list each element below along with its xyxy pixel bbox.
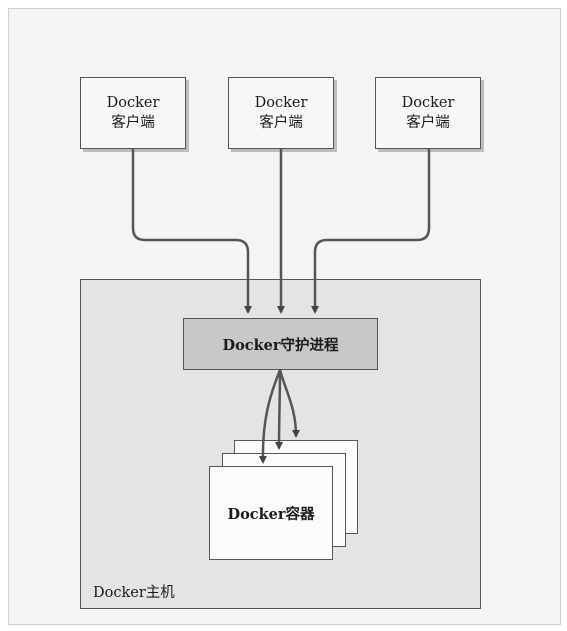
client-1-name: Docker bbox=[106, 95, 160, 111]
client-3-name: Docker bbox=[401, 95, 455, 111]
docker-client-box-2: Docker 客户端 bbox=[228, 77, 334, 149]
docker-client-box-1: Docker 客户端 bbox=[80, 77, 186, 149]
client-2-name: Docker bbox=[254, 95, 308, 111]
client-3-role: 客户端 bbox=[406, 115, 450, 131]
docker-container-box-front: Docker容器 bbox=[209, 466, 333, 560]
docker-container-label: Docker容器 bbox=[227, 505, 315, 523]
docker-daemon-label: Docker守护进程 bbox=[222, 336, 339, 354]
docker-daemon-box: Docker守护进程 bbox=[183, 318, 378, 370]
client-1-role: 客户端 bbox=[111, 115, 155, 131]
docker-client-box-3: Docker 客户端 bbox=[375, 77, 481, 149]
client-2-role: 客户端 bbox=[259, 115, 303, 131]
docker-host-label: Docker主机 bbox=[93, 585, 175, 601]
